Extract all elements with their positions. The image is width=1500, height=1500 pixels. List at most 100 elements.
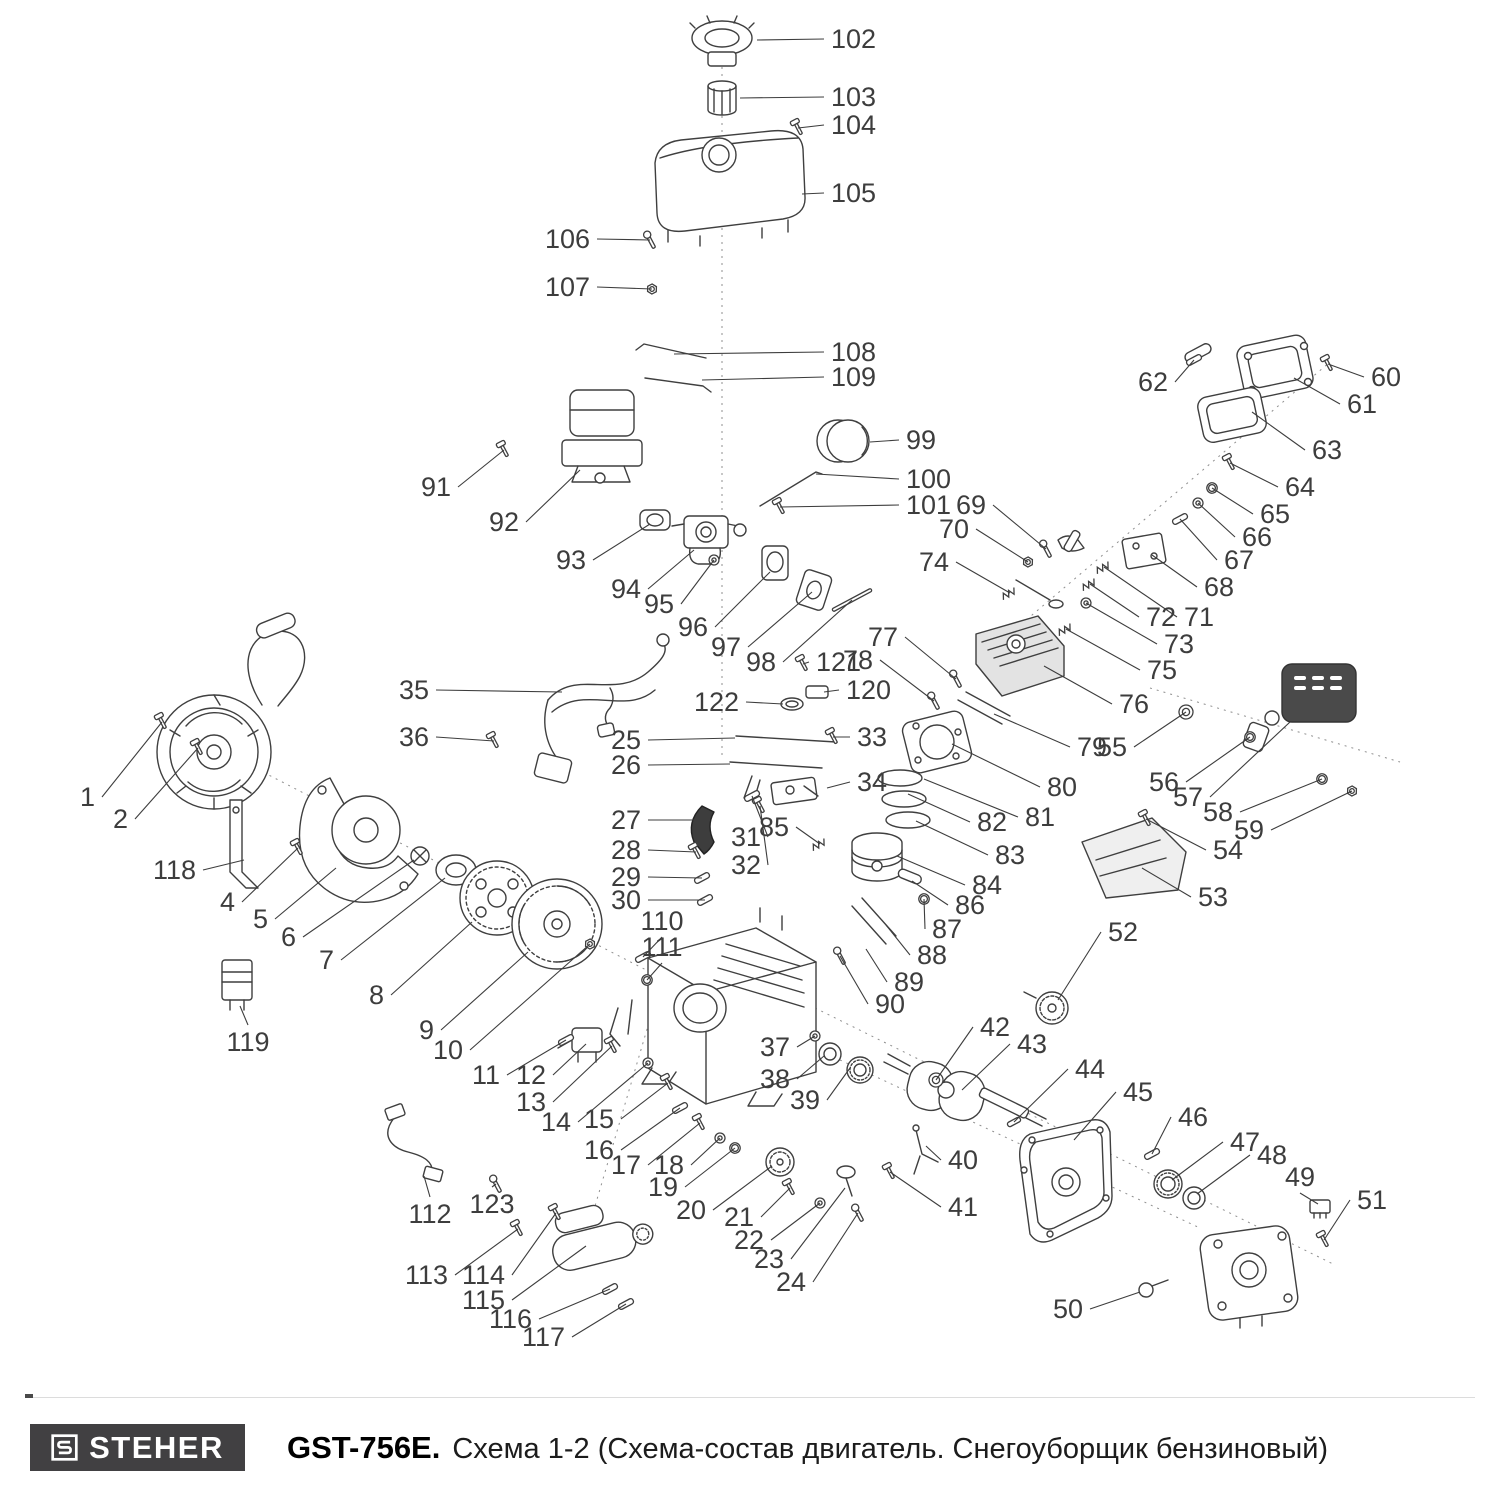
leader-line-26 [647, 763, 731, 766]
part-number-91: 91 [421, 472, 451, 502]
leader-line-37 [796, 1035, 816, 1048]
leader-line-18 [690, 1137, 721, 1166]
part-number-8: 8 [369, 980, 384, 1010]
part-number-74: 74 [919, 547, 949, 577]
bolt-glyph-24 [850, 1203, 864, 1222]
crankcase-cover-drawing [1019, 1119, 1113, 1243]
part-number-80: 80 [1047, 772, 1077, 802]
part-number-68: 68 [1204, 572, 1234, 602]
leader-line-19 [684, 1147, 736, 1188]
spring-glyph-71 [1096, 561, 1109, 574]
part-number-77: 77 [868, 622, 898, 652]
part-number-64: 64 [1285, 472, 1315, 502]
screw-glyph-91 [495, 439, 509, 458]
engine-block-drawing [641, 907, 817, 1107]
part-number-14: 14 [541, 1107, 571, 1137]
leader-line-58 [1239, 778, 1323, 813]
flywheel-drawing [511, 878, 603, 970]
screw-glyph-4 [289, 837, 303, 856]
part-number-118: 118 [153, 855, 196, 885]
bracket-118-drawing [229, 799, 259, 889]
part-number-95: 95 [644, 589, 674, 619]
part-number-50: 50 [1053, 1294, 1083, 1324]
part-number-30: 30 [611, 885, 641, 915]
part-number-109: 109 [831, 362, 876, 392]
bolt-glyph-106 [642, 230, 656, 249]
diagram-caption: GST-756E. Схема 1-2 (Схема-состав двигат… [287, 1430, 1328, 1466]
part-number-33: 33 [857, 722, 887, 752]
starter-motor-drawing [552, 1204, 654, 1271]
part-number-105: 105 [831, 178, 876, 208]
leader-line-92 [525, 469, 581, 523]
part-number-17: 17 [611, 1150, 641, 1180]
part-number-92: 92 [489, 507, 519, 537]
leader-line-86 [911, 880, 949, 906]
part-number-49: 49 [1285, 1162, 1315, 1192]
leader-line-85 [795, 826, 821, 845]
leader-line-22 [770, 1202, 821, 1241]
part-number-34: 34 [857, 767, 887, 797]
part-number-110: 110 [640, 906, 683, 936]
part-number-55: 55 [1097, 732, 1127, 762]
part-number-54: 54 [1213, 835, 1243, 865]
oil-switch-drawing [1138, 1279, 1169, 1298]
leader-line-42 [935, 1026, 974, 1081]
exploded-diagram: 1245678910111213141516171819202122232425… [80, 15, 1401, 1352]
part-number-7: 7 [319, 945, 334, 975]
part-number-20: 20 [676, 1195, 706, 1225]
part-number-40: 40 [948, 1145, 978, 1175]
leader-line-8 [390, 921, 473, 996]
part-number-72: 72 [1146, 602, 1176, 632]
part-number-111: 111 [641, 932, 682, 962]
control-bracket-drawing [743, 775, 819, 806]
leader-line-1 [101, 721, 163, 798]
part-number-43: 43 [1017, 1029, 1047, 1059]
part-number-116: 116 [489, 1304, 532, 1334]
part-number-84: 84 [972, 870, 1002, 900]
part-number-57: 57 [1173, 782, 1203, 812]
screw-glyph-36 [485, 730, 499, 749]
part-number-2: 2 [113, 804, 128, 834]
part-number-9: 9 [419, 1015, 434, 1045]
leader-line-98 [782, 599, 853, 663]
control-rod-drawing [729, 735, 837, 769]
brand-logo-icon [51, 1434, 78, 1461]
part-number-4: 4 [220, 887, 235, 917]
part-number-117: 117 [522, 1322, 565, 1352]
part-number-23: 23 [754, 1244, 784, 1274]
part-number-81: 81 [1025, 802, 1055, 832]
bearing-47-drawing [1153, 1169, 1183, 1199]
leader-line-87 [923, 898, 926, 930]
leader-line-16 [620, 1107, 681, 1151]
leader-line-32 [759, 805, 769, 866]
part-number-88: 88 [917, 940, 947, 970]
leader-line-84 [896, 855, 966, 886]
leader-line-43 [961, 1043, 1011, 1091]
part-number-100: 100 [906, 464, 951, 494]
leader-line-54 [1145, 818, 1207, 851]
leader-line-67 [1179, 518, 1218, 561]
part-number-82: 82 [977, 807, 1007, 837]
part-number-75: 75 [1147, 655, 1177, 685]
part-number-79: 79 [1077, 732, 1107, 762]
part-number-89: 89 [894, 967, 924, 997]
leader-line-41 [889, 1171, 942, 1208]
screw-glyph-33 [824, 726, 838, 745]
screw-glyph-64 [1221, 452, 1235, 471]
part-number-71: 71 [1184, 602, 1214, 632]
part-number-113: 113 [405, 1260, 448, 1290]
part-number-96: 96 [678, 612, 708, 642]
leader-line-25 [647, 737, 736, 741]
leader-line-39 [826, 1067, 851, 1101]
leader-line-81 [923, 778, 1019, 818]
leader-line-102 [756, 38, 825, 41]
part-number-59: 59 [1234, 815, 1264, 845]
leader-line-35 [435, 689, 563, 693]
part-number-36: 36 [399, 722, 429, 752]
part-number-52: 52 [1108, 917, 1138, 947]
leader-line-14 [577, 1062, 649, 1123]
part-number-69: 69 [956, 490, 986, 520]
part-number-15: 15 [584, 1104, 614, 1134]
leader-line-6 [302, 859, 415, 938]
cover-gasket-drawing [1197, 387, 1267, 443]
